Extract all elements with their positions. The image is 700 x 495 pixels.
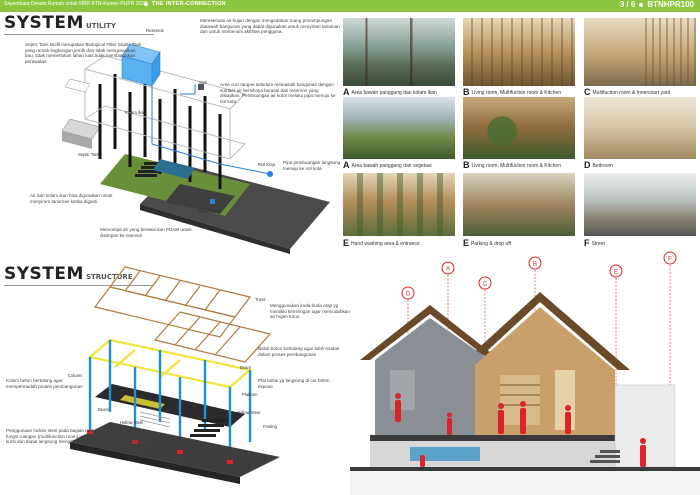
photo-letter: A	[343, 87, 350, 97]
pump-note: Memompa air yang berasal dari PDAM untuk…	[100, 227, 192, 238]
hollow-label: Hollow Steel	[237, 410, 261, 415]
photo-e2	[463, 173, 575, 236]
column-label: Column	[68, 373, 83, 378]
photo-b2	[463, 97, 575, 159]
photo-caption: Living room, Multifuction room & Kitchen	[471, 163, 561, 169]
marker-a: A	[446, 267, 450, 273]
photo-a1	[343, 18, 455, 86]
column-note: Kolom beton bertulang agar mempermudah p…	[6, 378, 83, 389]
beam-note: Balok beton bertulang agar lebih mudah d…	[258, 346, 340, 357]
photo-letter: A	[343, 160, 350, 170]
pond-note: Air dari kolam ikan bisa digunakan untuk…	[30, 193, 113, 204]
page-indicator: 3 / 6	[619, 0, 636, 9]
pipe-note: Pipa pembuangan langsung menuju ke riol …	[283, 160, 341, 171]
marker-e: E	[614, 270, 618, 276]
photo-caption: Hand washing area & entrance	[351, 241, 420, 247]
photo-b1	[463, 18, 575, 86]
photo-letter: E	[463, 238, 470, 248]
photo-caption: Bedroom	[592, 163, 613, 169]
pump-label: Water Pump	[198, 209, 222, 214]
utility-title-main: SYSTEM	[4, 13, 84, 33]
photo-f	[584, 173, 696, 236]
pond-label: Kolam Ikan	[125, 110, 146, 115]
structure-title-sub: STRUCTURE	[85, 273, 133, 281]
section-perspective: D A C B E F	[350, 251, 700, 495]
structure-title-main: SYSTEM	[4, 264, 84, 284]
utility-title-sub: UTILITY	[85, 22, 116, 30]
beam-label-2: Beam	[98, 407, 109, 412]
photo-letter: B	[463, 87, 470, 97]
board-title: THE INTER-CONNECTION	[140, 1, 226, 7]
platform-note: Plat lantai yg langsung di cor beton exp…	[258, 378, 330, 389]
photo-e1	[343, 173, 455, 236]
riol-label: Riol Kota	[258, 162, 275, 167]
septic-note: Septic Tank Biofil merupakan Biological …	[25, 42, 142, 64]
photo-letter: D	[584, 160, 591, 170]
marker-d: D	[406, 292, 411, 298]
competition-text: Sayembara Desain Rumah untuk MBR BTN-Kem…	[4, 1, 147, 7]
sink-note: Area cuci tangan sebelum memasuki bangun…	[220, 82, 336, 104]
photo-caption: Street	[591, 241, 605, 247]
sink-label: Sink	[199, 80, 208, 85]
reservoir-label: Reservoir	[146, 28, 164, 33]
footing-label: Footing	[263, 424, 277, 429]
photo-d	[584, 97, 696, 159]
photo-a2	[343, 97, 455, 159]
septic-label: Septic Tank	[78, 152, 100, 157]
board-code: 3 / 6 BTNHPR100	[620, 0, 694, 9]
photo-letter: B	[463, 160, 470, 170]
board-title-text: THE INTER-CONNECTION	[152, 1, 226, 7]
structure-axonometric	[70, 266, 280, 484]
photo-letter: F	[584, 238, 590, 248]
photo-caption: Parking & drop off	[471, 241, 511, 247]
truss-label: Truss	[255, 297, 266, 302]
header-bar: Sayembara Desain Rumah untuk MBR BTN-Kem…	[0, 0, 700, 12]
code-text: BTNHPR100	[647, 0, 694, 9]
photo-letter: E	[343, 238, 350, 248]
marker-f: F	[668, 257, 672, 263]
truss-note: Menggunakan kuda-kuda atap yg memiliki k…	[270, 303, 350, 320]
photo-caption: Living room, Multifuction room & Kitchen	[471, 90, 561, 96]
photo-caption: Area bawah panggung dan vegetasi	[351, 163, 432, 169]
platform-label: Platform	[242, 392, 258, 397]
structure-divider	[4, 285, 154, 286]
marker-b: B	[533, 262, 537, 268]
utility-axonometric	[61, 43, 330, 254]
photo-caption: Multifuction room & Innercourt yard	[592, 90, 671, 96]
bullet-icon	[144, 1, 148, 6]
utility-divider	[4, 34, 154, 35]
beam-label: Beam	[240, 365, 251, 370]
hollow-note: Penggunaan hollow steel pada bagian tanh…	[6, 428, 150, 445]
marker-c: C	[483, 282, 488, 288]
bullet-icon	[639, 2, 644, 7]
photo-caption: Area bawah panggung dan kolam ikan	[351, 90, 437, 96]
reservoir-note: Mereservasi air hujan dengan mengedakan …	[200, 18, 340, 35]
photo-c1	[584, 18, 696, 86]
photo-letter: C	[584, 87, 591, 97]
hollow-label-2: Hollow Steel	[120, 420, 144, 425]
